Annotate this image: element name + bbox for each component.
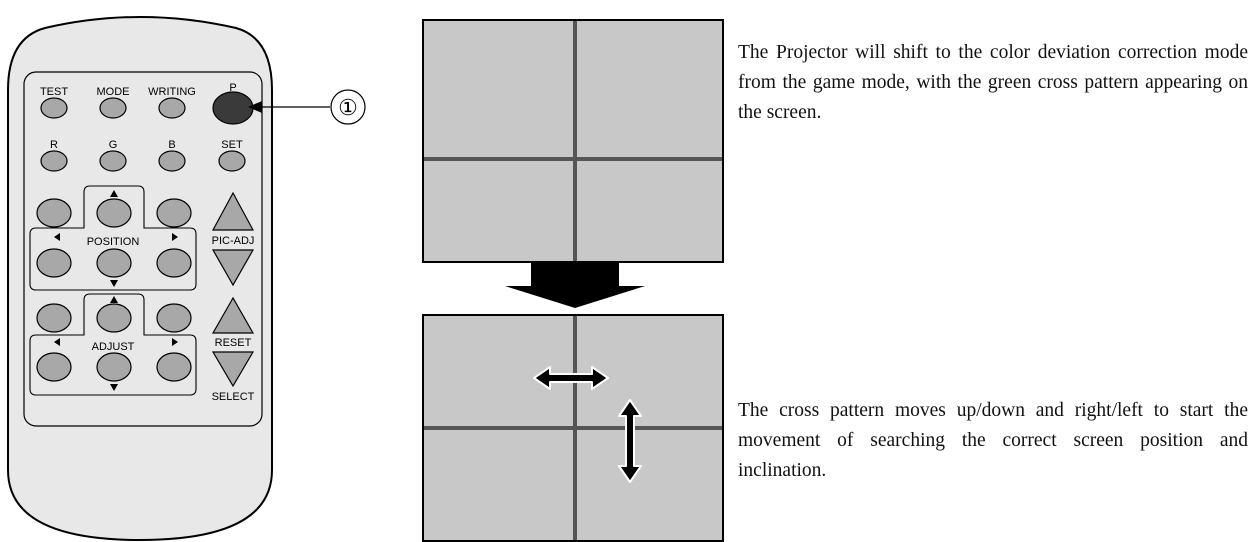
position-extra-button-left[interactable] [36,198,72,228]
vertical-double-arrow-icon [618,399,642,483]
cross-horizontal-line [424,157,722,161]
writing-button[interactable] [158,97,186,119]
button-panel [23,71,263,427]
adjust-extra-button-right[interactable] [156,303,192,333]
remote-body [7,16,273,542]
right-arrow-icon [172,338,178,346]
writing-button-label: WRITING [148,86,196,98]
adjust-cluster-outline [29,293,197,396]
r-button[interactable] [40,150,68,172]
down-arrow-icon [110,384,118,391]
cross-vertical-line [573,21,577,261]
adjust-right-button[interactable] [156,352,192,382]
up-arrow-icon [110,296,118,303]
left-arrow-icon [54,338,60,346]
set-button-label: SET [221,139,243,151]
position-label: POSITION [87,236,140,248]
cross-horizontal-line [424,426,722,430]
position-cluster-outline [29,185,197,291]
step1-description: The Projector will shift to the color de… [738,42,1248,123]
position-down-button[interactable] [96,248,132,278]
b-button[interactable] [158,150,186,172]
select-button[interactable] [211,351,255,388]
r-button-label: R [50,139,58,151]
right-arrow-icon [172,233,178,241]
position-up-button[interactable] [96,198,132,228]
adjust-down-button[interactable] [96,352,132,382]
position-left-button[interactable] [36,248,72,278]
adjust-extra-button-left[interactable] [36,303,72,333]
p-button[interactable] [212,91,254,125]
mode-button[interactable] [99,97,127,119]
screen-moving-cross [422,314,724,542]
b-button-label: B [168,139,175,151]
step2-description: The cross pattern moves up/down and righ… [738,400,1248,481]
test-button[interactable] [40,97,68,119]
p-button-label: P [229,82,236,94]
remote-control: TEST MODE WRITING P ① R G B SET POSITION… [7,16,366,542]
adjust-up-button[interactable] [96,303,132,333]
callout-number: ① [338,95,358,120]
screen-cross-pattern [422,19,724,263]
g-button-label: G [109,139,118,151]
position-extra-button-right[interactable] [156,198,192,228]
up-arrow-icon [110,190,118,197]
adjust-left-button[interactable] [36,352,72,382]
transition-arrow-icon [505,262,645,308]
position-right-button[interactable] [156,248,192,278]
callout-circle [330,89,366,125]
horizontal-double-arrow-icon [533,366,609,390]
adjust-label: ADJUST [92,341,135,353]
test-button-label: TEST [40,86,68,98]
select-label: SELECT [212,391,255,403]
down-arrow-icon [110,280,118,287]
mode-button-label: MODE [97,86,130,98]
g-button[interactable] [99,150,127,172]
pic-adj-label: PIC-ADJ [212,235,255,247]
pic-adj-up-button[interactable] [211,191,255,231]
callout-arrowhead [248,101,262,113]
reset-label: RESET [215,337,252,349]
reset-button[interactable] [211,296,255,334]
pic-adj-down-button[interactable] [211,249,255,287]
set-button[interactable] [218,150,246,172]
left-arrow-icon [54,233,60,241]
